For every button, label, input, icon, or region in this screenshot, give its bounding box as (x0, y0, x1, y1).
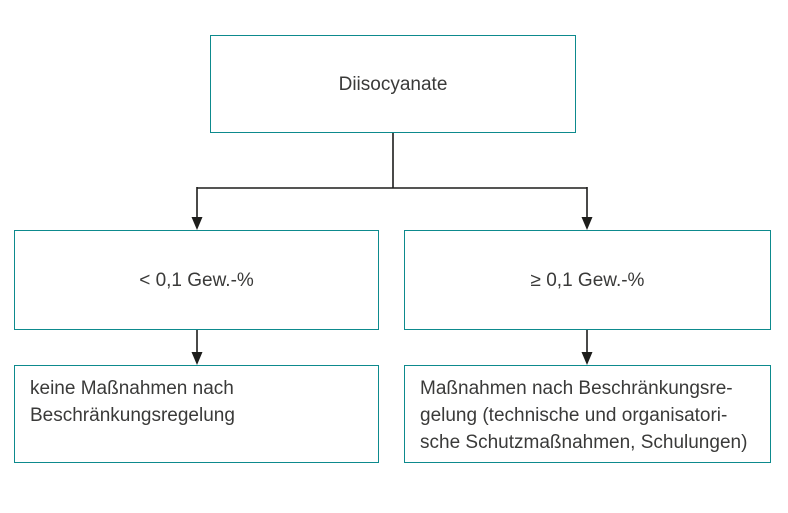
arrow-down-icon (191, 352, 203, 365)
node-condition-above-threshold: ≥ 0,1 Gew.-% (404, 230, 771, 330)
node-diisocyanate: Diisocyanate (210, 35, 576, 133)
outcome-line: Beschränkungsregelung (30, 405, 235, 426)
outcome-line: keine Maßnahmen nach (30, 378, 234, 399)
arrow-down-icon (191, 217, 203, 230)
outcome-line: gelung (technische und organisatori- (420, 405, 728, 426)
node-condition-above-threshold-label: ≥ 0,1 Gew.-% (530, 269, 645, 291)
node-diisocyanate-label: Diisocyanate (338, 73, 448, 95)
node-condition-below-threshold: < 0,1 Gew.-% (14, 230, 379, 330)
node-outcome-no-measures: keine Maßnahmen nach Beschränkungsregelu… (14, 365, 379, 463)
node-outcome-measures-required: Maßnahmen nach Beschränkungsre- gelung (… (404, 365, 771, 463)
arrow-down-icon (581, 352, 593, 365)
arrow-down-icon (581, 217, 593, 230)
outcome-line: sche Schutzmaßnahmen, Schulungen) (420, 432, 748, 453)
outcome-line: Maßnahmen nach Beschränkungsre- (420, 378, 733, 399)
node-condition-below-threshold-label: < 0,1 Gew.-% (139, 269, 254, 291)
